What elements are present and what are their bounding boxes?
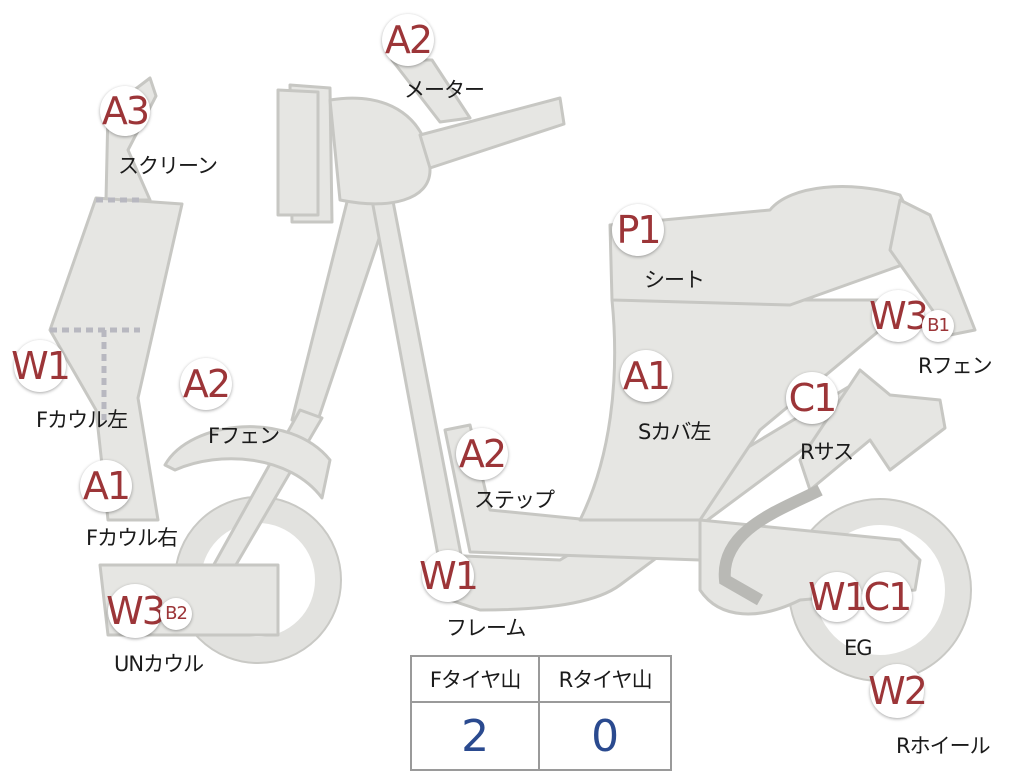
rear-suspension-shape [798, 368, 947, 492]
part-label-step: ステップ [474, 488, 555, 512]
part-code-s-cover-left: A1 [620, 350, 672, 402]
code-text: C1 [863, 575, 913, 619]
code-text: A2 [458, 432, 507, 476]
part-label-f-cowl-right: Fカウル右 [86, 526, 178, 550]
part-code-seat: P1 [612, 204, 664, 256]
part-label-f-fender: Fフェン [208, 424, 280, 448]
part-code-f-fender: A2 [180, 358, 232, 410]
part-code-meter: A2 [382, 14, 434, 66]
part-code-f-cowl-left: W1 [11, 340, 71, 392]
part-label-engine: EG [844, 636, 873, 660]
subcode-text: B2 [165, 603, 188, 624]
part-label-un-cowl: UNカウル [114, 652, 204, 676]
subcode-text: B1 [927, 315, 950, 336]
part-code-r-suspension: C1 [786, 372, 838, 424]
front-fender-shape [163, 425, 332, 500]
part-code-r-fender: W3 [869, 290, 929, 342]
code-text: A2 [182, 362, 231, 406]
part-code-un-cowl: W3 [106, 584, 166, 638]
code-text: A1 [82, 464, 131, 508]
code-text: W1 [808, 575, 868, 619]
part-code-screen: A3 [100, 86, 150, 136]
part-code-engine-2: C1 [862, 572, 912, 622]
part-label-s-cover-left: Sカバ左 [638, 420, 711, 444]
part-code-r-wheel: W2 [868, 664, 928, 718]
code-text: W1 [11, 344, 71, 388]
headlight-body-shape [328, 96, 432, 206]
rear-fender-shape [888, 198, 977, 337]
part-code-frame: W1 [419, 550, 479, 602]
front-tread-header: Fタイヤ山 [409, 655, 541, 703]
code-text: W1 [419, 554, 479, 598]
code-text: W2 [868, 669, 928, 713]
part-subcode-un-cowl: B2 [160, 598, 192, 630]
tread-table-value-row: 2 0 [409, 701, 672, 771]
down-tube-shape [370, 194, 464, 568]
code-text: A1 [622, 354, 671, 398]
rear-tread-header: Rタイヤ山 [538, 655, 672, 703]
part-code-engine: W1 [808, 572, 868, 622]
part-label-screen: スクリーン [118, 154, 218, 178]
code-text: P1 [616, 208, 661, 252]
code-text: W3 [869, 294, 929, 338]
part-label-frame: フレーム [446, 616, 526, 640]
part-label-r-fender: Rフェン [918, 354, 993, 378]
part-label-seat: シート [644, 268, 705, 292]
part-label-f-cowl-left: Fカウル左 [36, 408, 128, 432]
code-text: A3 [101, 89, 150, 133]
code-text: C1 [788, 376, 838, 420]
part-label-r-wheel: Rホイール [896, 734, 991, 758]
muffler-shape [718, 484, 823, 606]
part-label-r-suspension: Rサス [800, 440, 854, 464]
code-text: A2 [384, 18, 433, 62]
rear-tread-value: 0 [538, 701, 672, 771]
tread-table-header-row: Fタイヤ山 Rタイヤ山 [409, 655, 672, 703]
part-subcode-r-fender: B1 [922, 310, 954, 342]
frame-shape [438, 378, 878, 612]
part-code-f-cowl-right: A1 [80, 460, 132, 512]
part-code-step: A2 [456, 428, 508, 480]
part-label-meter: メーター [404, 78, 485, 102]
handlebar-grip-shape [276, 88, 320, 217]
front-tread-value: 2 [409, 701, 541, 771]
tire-tread-table: Fタイヤ山 Rタイヤ山 2 0 [409, 655, 672, 771]
code-text: W3 [106, 589, 166, 633]
handlebar-right-shape [418, 96, 566, 170]
front-cowl-shape [48, 196, 184, 522]
